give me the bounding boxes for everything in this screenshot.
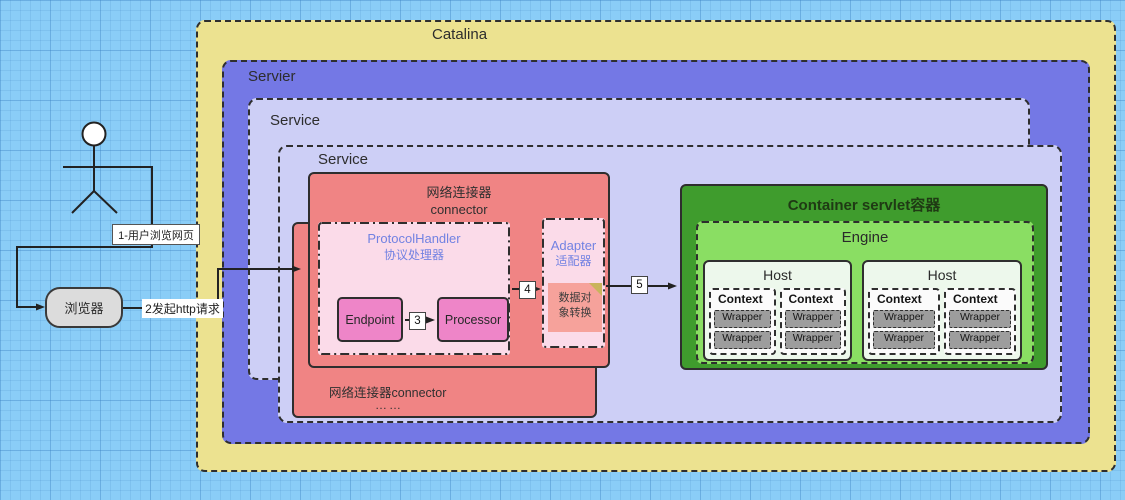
sticky-note-line2: 象转换: [558, 307, 592, 319]
arrow-5-badge: 5: [631, 276, 648, 294]
wrapper-box: Wrapper: [784, 331, 841, 349]
connector-title-zh: 网络连接器: [426, 185, 492, 200]
user-actor-icon: [63, 121, 125, 214]
context-box: Context Wrapper Wrapper: [944, 288, 1016, 355]
context-label: Context: [953, 292, 998, 306]
context-box: Context Wrapper Wrapper: [868, 288, 940, 355]
sticky-note-fold-icon: [589, 283, 602, 296]
host-box: Host Context Wrapper Wrapper Context Wra…: [703, 260, 852, 361]
host-box: Host Context Wrapper Wrapper Context Wra…: [862, 260, 1022, 361]
browser-box: 浏览器: [45, 287, 123, 328]
context-label: Context: [788, 292, 834, 306]
processor-box: Processor: [437, 297, 509, 342]
context-box: Context Wrapper Wrapper: [779, 288, 846, 355]
wrapper-box: Wrapper: [714, 331, 771, 349]
server-label: Servier: [248, 68, 296, 85]
endpoint-box: Endpoint: [337, 297, 403, 342]
wrapper-box: Wrapper: [873, 331, 935, 349]
engine-label: Engine: [841, 229, 889, 246]
host-label: Host: [927, 267, 957, 283]
arrow-3-badge: 3: [409, 312, 426, 330]
connector-title-en: connector: [430, 202, 488, 217]
connector-back-ellipsis: ……: [375, 398, 403, 412]
context-label: Context: [877, 292, 922, 306]
wrapper-box: Wrapper: [714, 310, 771, 328]
context-row: Context Wrapper Wrapper Context Wrapper …: [705, 288, 850, 359]
connector-back-label: 网络连接器connector: [329, 386, 447, 400]
wrapper-box: Wrapper: [949, 331, 1011, 349]
context-label: Context: [718, 292, 763, 306]
flow-step2-label: 2发起http请求: [142, 299, 223, 318]
context-row: Context Wrapper Wrapper Context Wrapper …: [864, 288, 1020, 359]
service-back-label: Service: [270, 112, 321, 129]
wrapper-box: Wrapper: [949, 310, 1011, 328]
service-front-label: Service: [318, 151, 369, 168]
sticky-note: 数据对 象转换: [548, 283, 602, 332]
context-box: Context Wrapper Wrapper: [709, 288, 776, 355]
host-label: Host: [763, 267, 792, 283]
wrapper-box: Wrapper: [784, 310, 841, 328]
adapter-name: Adapter: [550, 238, 597, 253]
catalina-label: Catalina: [432, 26, 488, 43]
wrapper-box: Wrapper: [873, 310, 935, 328]
adapter-name-zh: 适配器: [555, 254, 592, 268]
flow-step1-label: 1-用户浏览网页: [112, 224, 200, 245]
protocol-handler-name: ProtocolHandler: [367, 231, 461, 246]
arrow-4-badge: 4: [519, 281, 536, 299]
protocol-handler-name-zh: 协议处理器: [383, 248, 444, 262]
servlet-container-title: Container servlet容器: [787, 197, 941, 214]
